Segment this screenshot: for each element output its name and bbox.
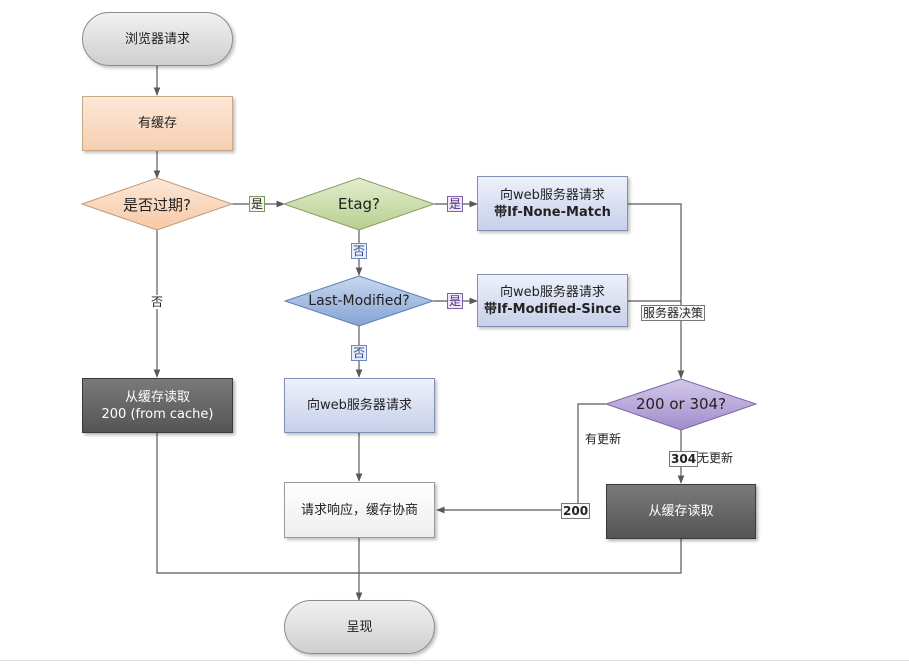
- code-200-label: 200: [561, 503, 591, 519]
- request-if-modified-since-node: 向web服务器请求 带If-Modified-Since: [477, 274, 628, 327]
- yes-last-modified-label: 是: [447, 293, 464, 309]
- no-expired-label: 否: [150, 295, 165, 309]
- request-if-none-match-line1: 向web服务器请求: [500, 187, 605, 203]
- last-modified-diamond: [283, 275, 435, 327]
- code-304-label: 304: [669, 451, 699, 467]
- render-node: 呈现: [284, 600, 435, 654]
- read-from-cache-line1: 从缓存读取: [124, 389, 190, 405]
- has-cache-label: 有缓存: [137, 116, 177, 131]
- no-etag-label: 否: [351, 243, 368, 259]
- browser-request-label: 浏览器请求: [124, 31, 190, 47]
- response-negotiation-node: 请求响应，缓存协商: [284, 482, 435, 538]
- yes-expired-label: 是: [249, 196, 266, 212]
- expired-diamond: [80, 177, 234, 231]
- status-diamond: [604, 378, 758, 431]
- no-last-modified-label: 否: [351, 345, 368, 361]
- expired-question: 是否过期?: [123, 195, 191, 214]
- read-from-cache-2-label: 从缓存读取: [648, 504, 714, 519]
- request-if-none-match-line2: 带If-None-Match: [494, 204, 611, 220]
- no-update-label: 无更新: [697, 451, 734, 465]
- browser-request-node: 浏览器请求: [82, 12, 233, 66]
- edge-none-match-to-decision: [628, 203, 685, 379]
- request-server-node: 向web服务器请求: [284, 378, 435, 433]
- etag-question: Etag?: [337, 195, 381, 213]
- updated-label: 有更新: [585, 432, 622, 446]
- response-negotiation-label: 请求响应，缓存协商: [300, 502, 418, 518]
- etag-diamond: [282, 177, 436, 231]
- yes-etag-label: 是: [447, 196, 464, 212]
- last-modified-question: Last-Modified?: [308, 293, 410, 309]
- request-server-label: 向web服务器请求: [307, 398, 412, 413]
- render-label: 呈现: [346, 619, 373, 635]
- edge-read-to-render: [156, 433, 359, 574]
- divider: [0, 660, 909, 661]
- status-question: 200 or 304?: [635, 395, 727, 413]
- read-from-cache-2-node: 从缓存读取: [606, 484, 756, 539]
- server-decides-label: 服务器决策: [641, 305, 706, 321]
- request-if-modified-since-line2: 带If-Modified-Since: [483, 301, 622, 317]
- edge-read2-to-render: [359, 539, 682, 574]
- has-cache-node: 有缓存: [82, 96, 233, 151]
- read-from-cache-node: 从缓存读取 200 (from cache): [82, 378, 233, 433]
- read-from-cache-line2: 200 (from cache): [101, 406, 214, 422]
- edge-decision-200-to-response: [436, 403, 606, 514]
- request-if-none-match-node: 向web服务器请求 带If-None-Match: [477, 176, 628, 231]
- request-if-modified-since-line1: 向web服务器请求: [500, 284, 605, 300]
